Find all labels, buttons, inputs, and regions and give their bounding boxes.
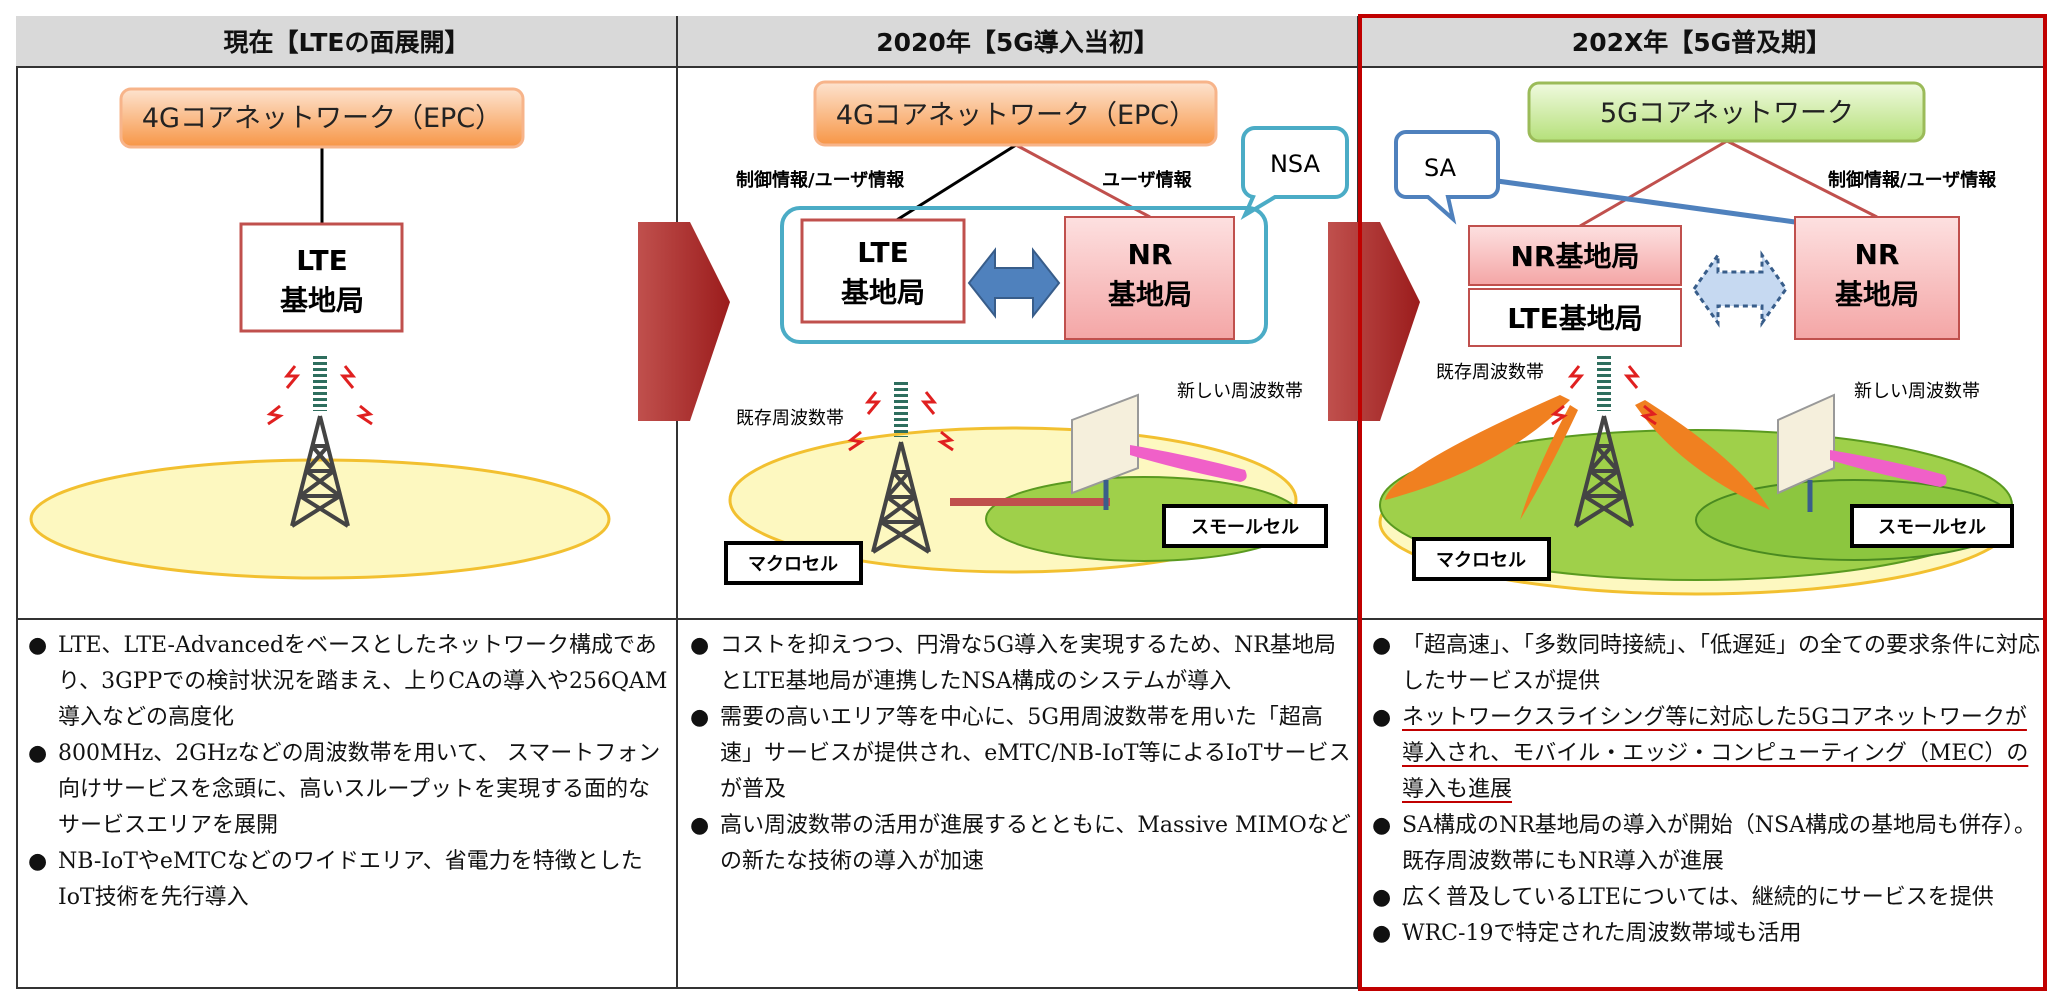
list-item: ● 「超高速」、「多数同時接続」、「低遅延」の全ての要求条件に対応したサービスが提… (1368, 628, 2040, 700)
list-item: ● 広く普及しているLTEについては、継続的にサービスを提供 (1368, 880, 2040, 916)
list-item-text: NB-IoTやeMTCなどのワイドエリア、省電力を特徴としたIoT技術を先行導入 (58, 849, 643, 910)
beam-icon (1385, 395, 1570, 500)
row-divider (16, 618, 2045, 620)
nr-base-station-box (1794, 216, 1960, 340)
small-cell-label-box (1850, 504, 2014, 548)
bullet-icon: ● (28, 849, 48, 874)
nr-base-station-box (1468, 225, 1682, 286)
bullet-icon: ● (28, 633, 48, 658)
station-label: 基地局 (1108, 278, 1192, 311)
station-label: 基地局 (1835, 278, 1919, 311)
control-user-info-label: 制御情報/ユーザ情報 (1828, 169, 1997, 191)
new-band-label: 新しい周波数帯 (1854, 381, 1980, 402)
station-label: LTE基地局 (1507, 302, 1642, 335)
list-item-text: 「超高速」、「多数同時接続」、「低遅延」の全ての要求条件に対応したサービスが提供 (1402, 633, 2041, 694)
header-current: 現在【LTEの面展開】 (16, 16, 677, 68)
list-item-text: 800MHz、2GHzなどの周波数帯を用いて、 スマートフォン向けサービスを念頭… (58, 741, 661, 838)
current-description-list: ● LTE、LTE-Advancedをベースとしたネットワーク構成であり、3GPP… (24, 628, 672, 916)
new-band-label: 新しい周波数帯 (1177, 381, 1303, 402)
beam-icon (1520, 405, 1578, 520)
bidirectional-arrow-icon (967, 247, 1061, 319)
bullet-icon: ● (690, 633, 710, 658)
station-label: NR (1128, 238, 1173, 271)
beam-icon (1635, 400, 1770, 510)
control-user-info-label: 制御情報/ユーザ情報 (736, 169, 905, 191)
lte-base-station-box (800, 218, 966, 324)
macro-cell-label-box (724, 541, 863, 585)
massive-mimo-antenna-icon (1071, 393, 1139, 495)
lte-base-station-box (1468, 288, 1682, 347)
macro-cell-label: マクロセル (1436, 550, 1526, 571)
list-item: ● コストを抑えつつ、円滑な5G導入を実現するため、NR基地局とLTE基地局が連携… (686, 628, 1351, 700)
core-network-label: 4Gコアネットワーク（EPC） (142, 103, 502, 134)
sa-label: SA (1424, 154, 1457, 182)
list-item-text: 需要の高いエリア等を中心に、5G用周波数帯を用いた「超高速」サービスが提供され、… (720, 705, 1351, 802)
bullet-icon: ● (28, 741, 48, 766)
core-network-box (119, 87, 525, 149)
macro-cell-area (29, 458, 611, 580)
list-item-text: LTE、LTE-Advancedをベースとしたネットワーク構成であり、3GPPで… (58, 633, 668, 730)
bullet-icon: ● (1372, 813, 1392, 838)
core-network-box (813, 80, 1218, 147)
nsa-label: NSA (1270, 150, 1321, 178)
small-cell-label: スモールセル (1878, 517, 1986, 538)
list-item: ● 需要の高いエリア等を中心に、5G用周波数帯を用いた「超高速」サービスが提供され… (686, 700, 1351, 808)
bullet-icon: ● (1372, 885, 1392, 910)
2020-description-list: ● コストを抑えつつ、円滑な5G導入を実現するため、NR基地局とLTE基地局が連携… (686, 628, 1351, 880)
list-item: ● LTE、LTE-Advancedをベースとしたネットワーク構成であり、3GPP… (24, 628, 672, 736)
fronthaul-link (950, 498, 1110, 506)
list-item: ● SA構成のNR基地局の導入が開始（NSA構成の基地局も併存）。既存周波数帯にも… (1368, 808, 2040, 880)
station-label: LTE (296, 244, 347, 277)
list-item-text: WRC-19で特定された周波数帯域も活用 (1402, 921, 1802, 946)
nsa-group-frame (780, 206, 1268, 344)
header-2020: 2020年【5G導入当初】 (677, 16, 1358, 68)
header-202x: 202X年【5G普及期】 (1358, 16, 2045, 68)
core-network-label: 4Gコアネットワーク（EPC） (836, 100, 1196, 131)
station-label: LTE (857, 236, 908, 269)
list-item-text: 高い周波数帯の活用が進展するとともに、Massive MIMOなどの新たな技術の… (720, 813, 1351, 874)
bullet-icon: ● (1372, 705, 1392, 730)
highlight-frame-202x (1358, 14, 2047, 991)
list-item: ● ネットワークスライシング等に対応した5Gコアネットワークが導入され、モバイル・… (1368, 700, 2040, 808)
list-item: ● 800MHz、2GHzなどの周波数帯を用いて、 スマートフォン向けサービスを念… (24, 736, 672, 844)
progress-arrow-icon (1328, 222, 1420, 421)
bullet-icon: ● (1372, 633, 1392, 658)
macro-cell-label-box (1412, 537, 1551, 581)
core-network-label: 5Gコアネットワーク (1600, 98, 1854, 129)
station-label: NR (1855, 238, 1900, 271)
existing-band-label: 既存周波数帯 (736, 408, 844, 429)
list-item-text: SA構成のNR基地局の導入が開始（NSA構成の基地局も併存）。既存周波数帯にもN… (1402, 813, 2036, 874)
list-item-text: コストを抑えつつ、円滑な5G導入を実現するため、NR基地局とLTE基地局が連携し… (720, 633, 1336, 694)
bidirectional-arrow-icon (1692, 250, 1788, 328)
bullet-icon: ● (690, 705, 710, 730)
list-item: ● 高い周波数帯の活用が進展するとともに、Massive MIMOなどの新たな技術… (686, 808, 1351, 880)
small-cell-label: スモールセル (1191, 517, 1299, 538)
list-item-text: 広く普及しているLTEについては、継続的にサービスを提供 (1402, 885, 1994, 910)
lte-base-station-box (239, 222, 404, 333)
existing-band-label: 既存周波数帯 (1436, 362, 1544, 383)
station-label: NR基地局 (1511, 240, 1640, 273)
nr-base-station-box (1064, 216, 1235, 340)
nsa-callout (1240, 126, 1349, 220)
progress-arrow-icon (638, 222, 730, 421)
core-network-box (1527, 81, 1926, 143)
massive-mimo-antenna-icon (1777, 393, 1835, 495)
bullet-icon: ● (1372, 921, 1392, 946)
202x-description-list: ● 「超高速」、「多数同時接続」、「低遅延」の全ての要求条件に対応したサービスが提… (1368, 628, 2040, 952)
station-label: 基地局 (841, 276, 925, 309)
small-cell-label-box (1162, 504, 1328, 548)
station-label: 基地局 (280, 284, 364, 317)
sa-callout (1394, 130, 1500, 225)
highlighted-item-text: ネットワークスライシング等に対応した5Gコアネットワークが導入され、モバイル・エ… (1402, 705, 2029, 802)
beam-icon (1830, 450, 1947, 487)
user-info-label: ユーザ情報 (1102, 169, 1193, 191)
bullet-icon: ● (690, 813, 710, 838)
list-item: ● NB-IoTやeMTCなどのワイドエリア、省電力を特徴としたIoT技術を先行導… (24, 844, 672, 916)
macro-cell-label: マクロセル (748, 554, 838, 575)
column-divider (676, 16, 678, 989)
list-item: ● WRC-19で特定された周波数帯域も活用 (1368, 916, 2040, 952)
beam-icon (1130, 445, 1247, 482)
